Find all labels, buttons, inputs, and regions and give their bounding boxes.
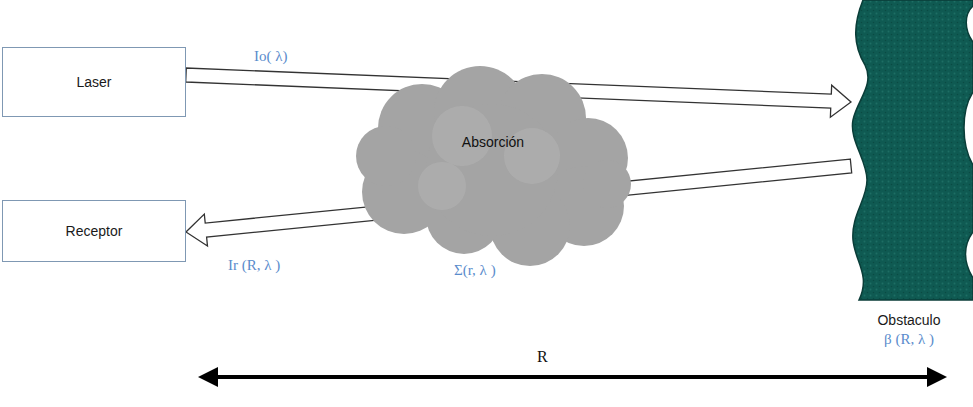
range-arrow-head: [198, 367, 218, 387]
beam-intensity-label: Ir (R, λ ): [226, 257, 282, 274]
cloud-puff: [583, 160, 631, 208]
cloud-puff: [356, 126, 416, 186]
absorption-cloud: Absorción: [352, 66, 634, 280]
obstacle-wall: Obstaculo β (R, λ ): [845, 0, 973, 350]
range-label: R: [537, 348, 548, 366]
obstacle-surface: [852, 0, 973, 300]
box-label: Laser: [76, 74, 111, 90]
cloud-highlight: [418, 162, 466, 210]
cloud-shape: [352, 66, 634, 280]
cloud-label: Absorción: [352, 134, 634, 150]
obstacle-label: Obstaculo: [845, 312, 973, 328]
range-arrow-shaft: [214, 375, 931, 379]
beam-intensity-label: Io( λ): [252, 48, 290, 65]
obstacle-shape: [845, 0, 973, 300]
obstacle-label: β (R, λ ): [845, 331, 973, 348]
laser-box: Laser: [2, 47, 186, 117]
absorption-coefficient: Σ(r, λ ): [452, 262, 498, 279]
cloud-body: [356, 66, 631, 266]
box-label: Receptor: [66, 223, 123, 239]
receptor-box: Receptor: [2, 200, 186, 262]
range-arrow-head: [927, 367, 947, 387]
